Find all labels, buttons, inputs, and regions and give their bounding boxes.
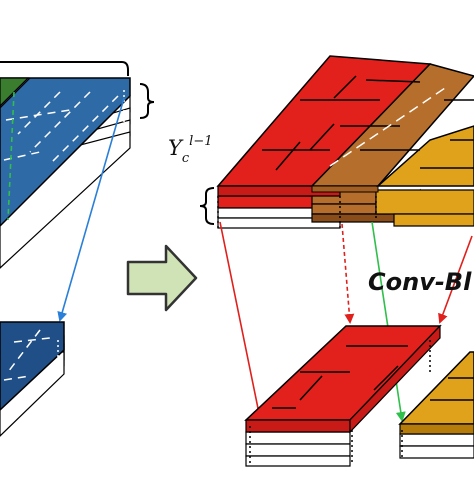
- right-gold-plane: [376, 125, 474, 187]
- right-brace: [199, 187, 215, 225]
- left-brace: [139, 83, 155, 119]
- red-output-stack: [244, 324, 442, 467]
- y-symbol: Y: [168, 136, 182, 160]
- right-input-stack: [199, 55, 474, 230]
- y-label: Yc l−1: [168, 134, 213, 167]
- gold-output-stack: [398, 351, 474, 460]
- red-connector-dashed: [341, 223, 355, 324]
- operation-label: Conv-Bl: [368, 268, 472, 296]
- transform-arrow: [126, 244, 198, 312]
- left-top-bracket: [0, 61, 129, 76]
- left-output-stack: [0, 321, 65, 437]
- y-subscript: c: [181, 151, 190, 167]
- red-output-plane: [244, 325, 442, 421]
- red-connector-left: [219, 221, 266, 430]
- blue-connector-arrow: [57, 97, 125, 322]
- left-green-dashed: [7, 91, 15, 221]
- red-connector-right: [438, 235, 473, 324]
- green-connector: [371, 221, 406, 422]
- y-superscript: l−1: [189, 134, 213, 149]
- left-blue-layer: [0, 77, 131, 228]
- left-input-stack: [0, 61, 155, 269]
- left-output-blue-layer: [0, 321, 65, 412]
